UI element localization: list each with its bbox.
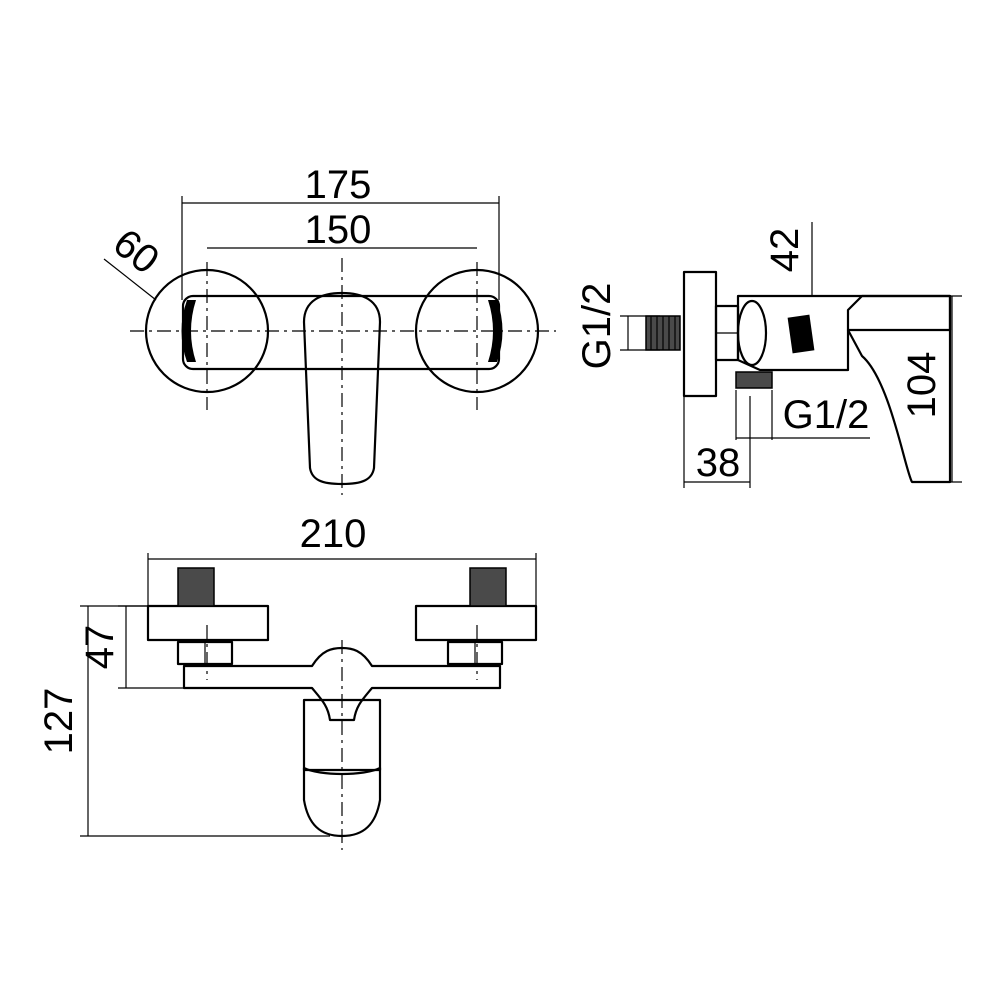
top-spout-outlet: [302, 766, 382, 838]
lever-handle: [302, 291, 382, 486]
dim-210-label: 210: [300, 512, 367, 556]
side-wall-plate: [682, 270, 718, 398]
top-left-thread: [177, 567, 215, 607]
dim-150-label: 150: [305, 208, 372, 252]
side-view: G1/2 42 104 G1/2 38: [575, 222, 962, 488]
left-escutcheon: [144, 268, 270, 394]
mixer-body: [181, 294, 501, 371]
dim-42-label: 42: [763, 228, 807, 273]
g12-inlet-label: G1/2: [575, 283, 619, 370]
dim-175-label: 175: [305, 163, 372, 207]
dim-47-label: 47: [78, 625, 122, 670]
dim-60-label: 60: [105, 221, 167, 283]
dim-60-leader: [103, 258, 157, 301]
top-body: [182, 646, 502, 722]
dim-104-label: 104: [900, 352, 944, 419]
dim-127-label: 127: [37, 688, 81, 755]
front-view: 175 150 60: [103, 163, 556, 495]
top-right-thread: [469, 567, 507, 607]
side-cartridge-shadow: [787, 314, 815, 354]
g12-outlet-label: G1/2: [783, 393, 870, 437]
side-inlet-thread-lines: [650, 316, 676, 350]
top-left-wall-plate: [146, 604, 270, 642]
right-escutcheon: [414, 268, 540, 394]
top-view: 210 47 127: [37, 512, 538, 850]
side-cartridge: [736, 299, 768, 367]
left-escutcheon-shadow: [181, 300, 196, 362]
top-right-wall-plate: [414, 604, 538, 642]
side-outlet-thread: [735, 371, 773, 389]
dim-38-label: 38: [696, 441, 741, 485]
